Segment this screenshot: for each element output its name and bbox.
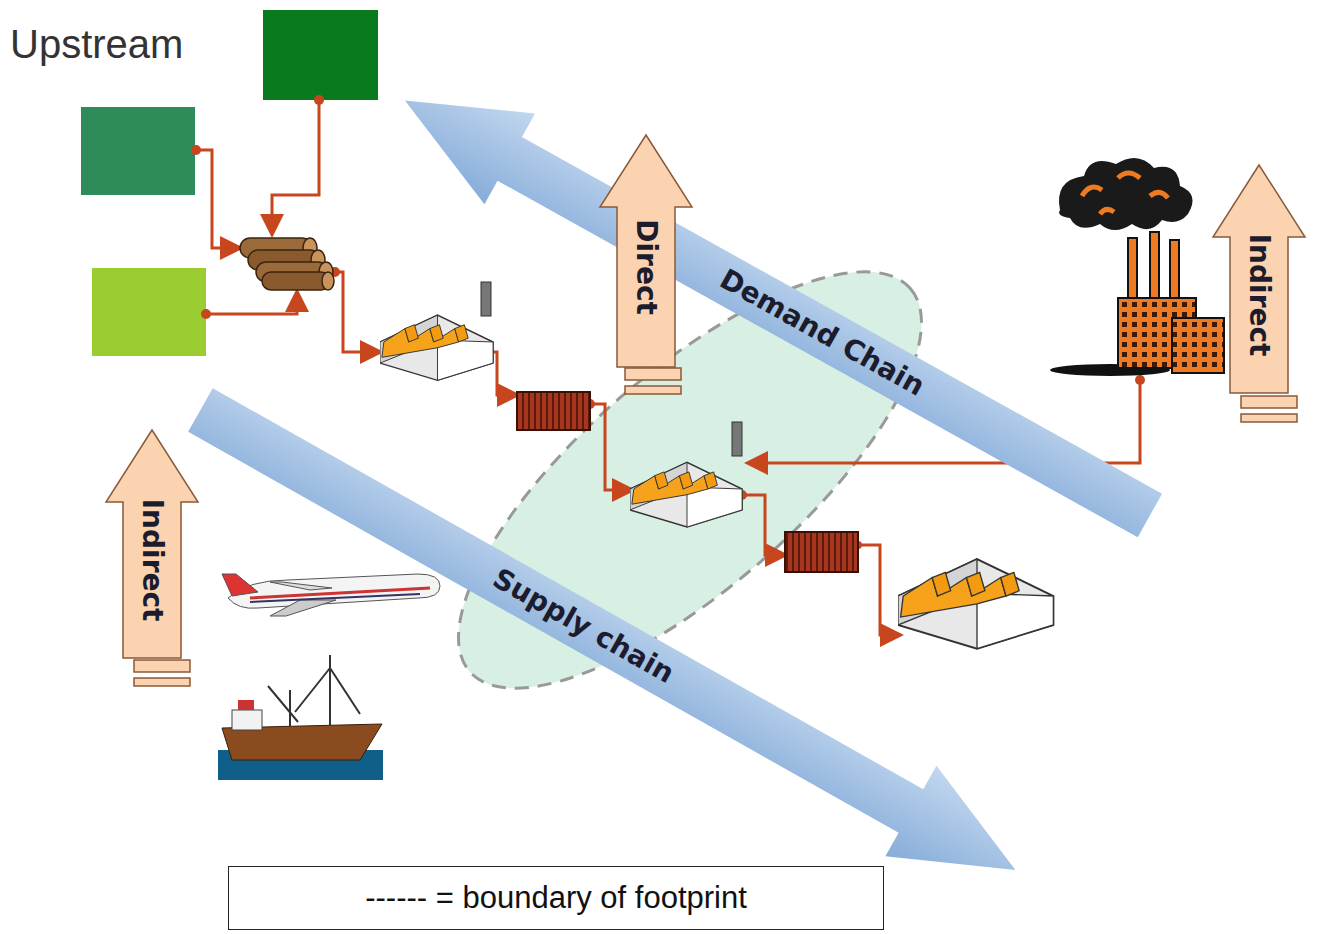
source-box — [263, 10, 378, 100]
orange-up-arrow: Indirect — [106, 430, 198, 658]
legend-text: ------ = boundary of footprint — [365, 880, 747, 916]
log-pile — [240, 238, 334, 290]
ship — [218, 655, 383, 780]
airplane — [222, 574, 440, 616]
flow-label: Indirect — [1243, 234, 1275, 357]
flow-label: Indirect — [136, 499, 168, 622]
source-box — [92, 268, 206, 356]
source-box — [81, 107, 195, 195]
chimney — [481, 282, 491, 316]
container — [785, 532, 858, 572]
flow-label: Direct — [630, 219, 662, 315]
chimney — [732, 422, 742, 456]
factory — [380, 315, 493, 380]
section-label: Upstream — [10, 22, 183, 66]
orange-up-arrow: Direct — [600, 135, 692, 367]
orange-up-arrow: Indirect — [1213, 165, 1305, 393]
container — [517, 392, 590, 430]
flow-lines — [196, 100, 1140, 635]
legend-box: ------ = boundary of footprint — [228, 866, 884, 930]
factory — [898, 559, 1053, 649]
factory — [630, 462, 742, 527]
section-label: Upstream — [10, 22, 183, 67]
polluting-factory — [1050, 158, 1224, 376]
